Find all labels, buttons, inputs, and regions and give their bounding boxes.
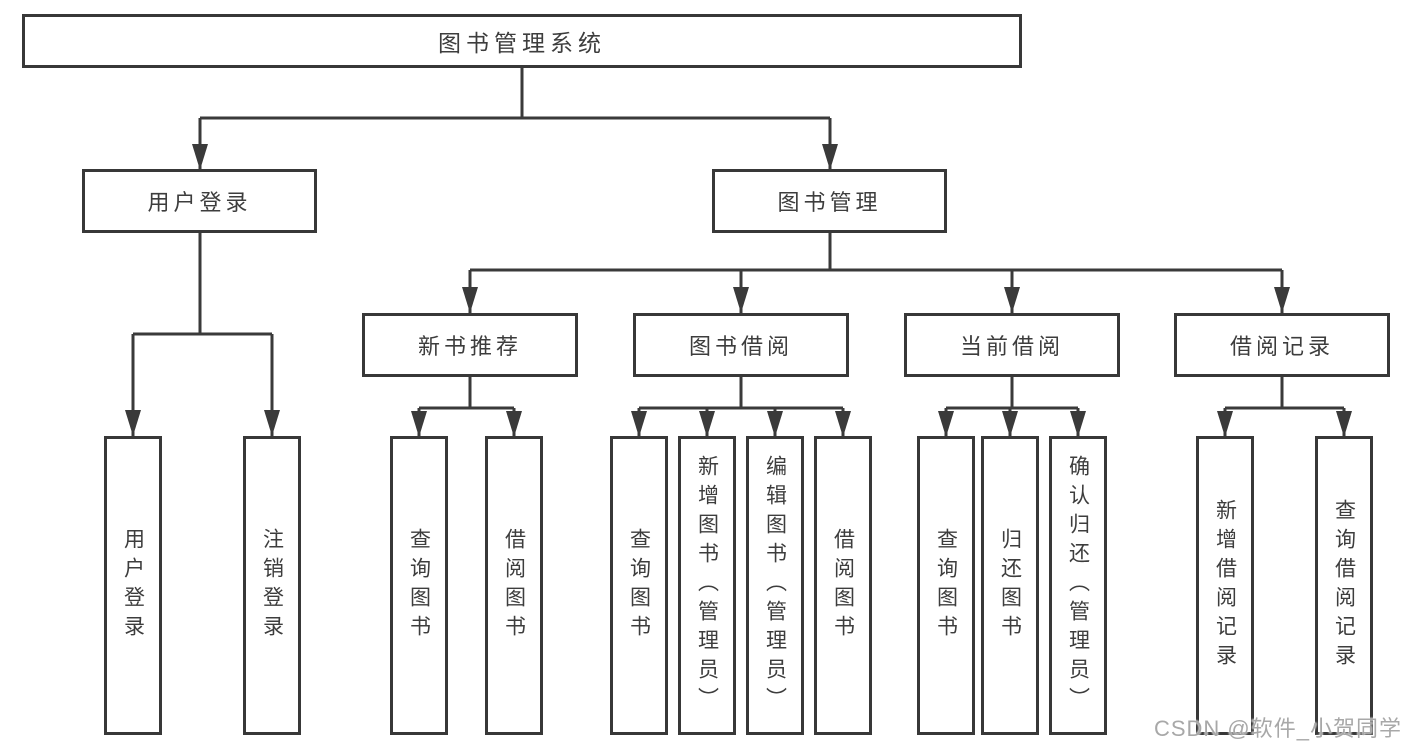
- arrow-down-icon: [767, 411, 783, 437]
- leaf-add-borrow-record-label: 新增借阅记录: [1213, 498, 1237, 673]
- leaf-borrow-books-recommend: 借阅图书: [485, 436, 543, 735]
- leaf-logout-label: 注销登录: [260, 527, 284, 644]
- leaf-add-book-admin-label: 新增图书（管理员）: [695, 455, 719, 716]
- watermark: CSDN @软件_小贺同学: [1153, 716, 1402, 741]
- arrow-down-icon: [733, 287, 749, 313]
- connector-paths: [131, 68, 1346, 437]
- arrow-down-icon: [835, 411, 851, 437]
- arrow-down-icon: [1070, 411, 1086, 437]
- arrow-down-icon: [462, 287, 478, 313]
- arrow-down-icon: [1002, 411, 1018, 437]
- leaf-logout: 注销登录: [243, 436, 301, 735]
- node-book-management: 图书管理: [712, 169, 947, 233]
- arrow-down-icon: [264, 410, 280, 436]
- leaf-confirm-return-admin-label: 确认归还（管理员）: [1066, 455, 1090, 716]
- leaf-add-borrow-record: 新增借阅记录: [1196, 436, 1254, 735]
- leaf-confirm-return-admin: 确认归还（管理员）: [1049, 436, 1107, 735]
- arrow-down-icon: [822, 144, 838, 170]
- node-borrowing-records-label: 借阅记录: [1229, 334, 1334, 359]
- leaf-return-book-label: 归还图书: [998, 527, 1022, 644]
- arrow-down-icon: [1274, 287, 1290, 313]
- leaf-query-books-recommend: 查询图书: [390, 436, 448, 735]
- leaf-borrow-books-recommend-label: 借阅图书: [502, 527, 526, 644]
- arrow-down-icon: [1217, 411, 1233, 437]
- node-borrowing-records: 借阅记录: [1174, 313, 1390, 377]
- leaf-borrow-books: 借阅图书: [814, 436, 872, 735]
- leaf-borrow-books-label: 借阅图书: [831, 527, 855, 644]
- leaf-add-book-admin: 新增图书（管理员）: [678, 436, 736, 735]
- node-current-borrowing: 当前借阅: [904, 313, 1120, 377]
- leaf-query-books-borrowing-label: 查询图书: [627, 527, 651, 644]
- node-book-borrowing: 图书借阅: [633, 313, 849, 377]
- arrow-down-icon: [192, 144, 208, 170]
- leaf-return-book: 归还图书: [981, 436, 1039, 735]
- node-book-borrowing-label: 图书借阅: [688, 334, 793, 359]
- arrow-down-icon: [1336, 411, 1352, 437]
- node-new-book-recommend-label: 新书推荐: [417, 334, 522, 359]
- arrow-down-icon: [938, 411, 954, 437]
- arrow-down-icon: [411, 411, 427, 437]
- leaf-query-borrow-record: 查询借阅记录: [1315, 436, 1373, 735]
- leaf-query-books-borrowing: 查询图书: [610, 436, 668, 735]
- leaf-query-borrow-record-label: 查询借阅记录: [1332, 498, 1356, 673]
- arrow-down-icon: [1004, 287, 1020, 313]
- node-library-system: 图书管理系统: [22, 14, 1022, 68]
- leaf-edit-book-admin: 编辑图书（管理员）: [746, 436, 804, 735]
- leaf-user-login: 用户登录: [104, 436, 162, 735]
- node-library-system-label: 图书管理系统: [438, 30, 606, 56]
- leaf-edit-book-admin-label: 编辑图书（管理员）: [763, 455, 787, 716]
- arrow-down-icon: [699, 411, 715, 437]
- arrow-down-icon: [125, 410, 141, 436]
- leaf-query-books-recommend-label: 查询图书: [407, 527, 431, 644]
- arrow-down-icon: [631, 411, 647, 437]
- node-book-management-label: 图书管理: [777, 190, 882, 215]
- node-user-login-branch: 用户登录: [82, 169, 317, 233]
- arrow-down-icon: [506, 411, 522, 437]
- node-user-login-branch-label: 用户登录: [147, 190, 252, 215]
- leaf-user-login-label: 用户登录: [121, 527, 145, 644]
- leaf-query-books-current-label: 查询图书: [934, 527, 958, 644]
- leaf-query-books-current: 查询图书: [917, 436, 975, 735]
- node-current-borrowing-label: 当前借阅: [959, 334, 1064, 359]
- node-new-book-recommend: 新书推荐: [362, 313, 578, 377]
- arrowheads: [125, 144, 1352, 437]
